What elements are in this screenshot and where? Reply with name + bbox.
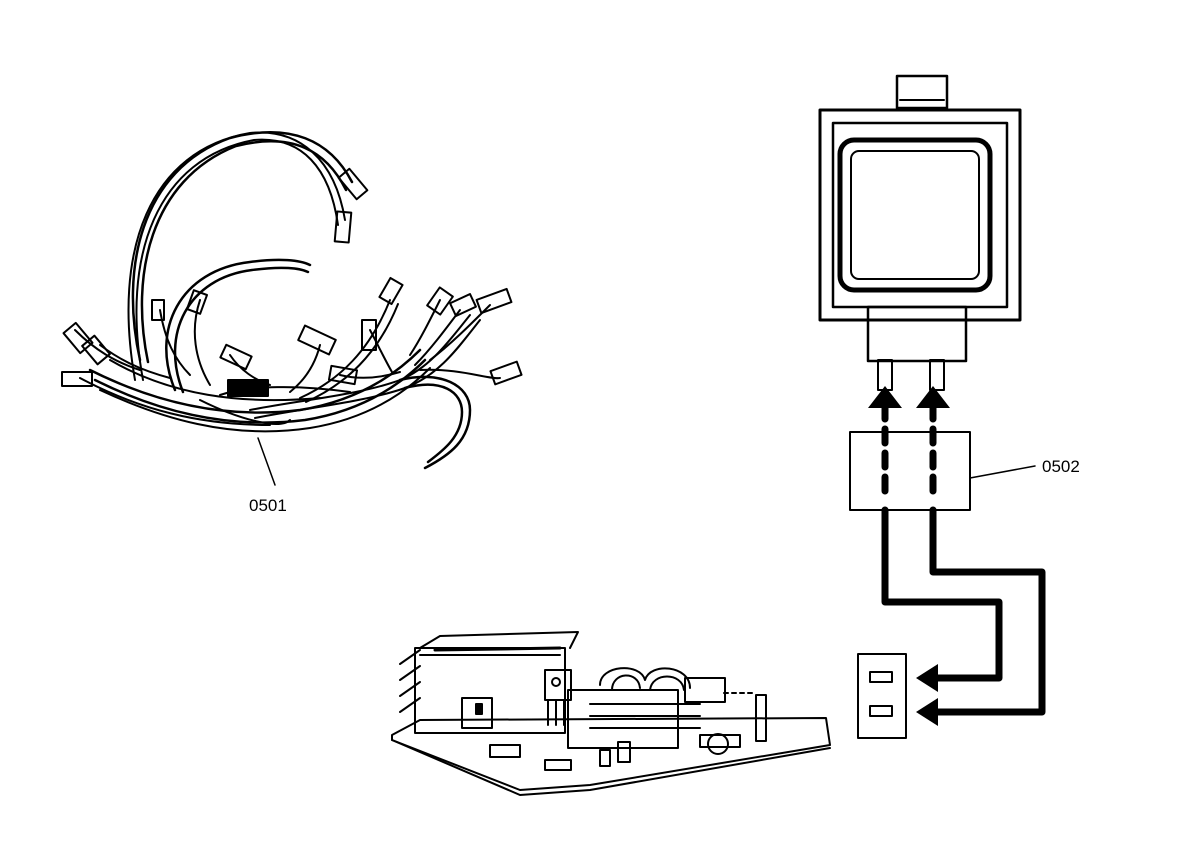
wire-harness (61, 130, 523, 486)
reference-label-0501: 0501 (249, 496, 287, 515)
arrow-heads (868, 386, 950, 726)
converter-box (849, 431, 1036, 511)
circuit-board (391, 631, 831, 796)
power-flow-arrows (881, 401, 1046, 716)
power-outlet (857, 653, 907, 739)
magnetron (818, 74, 1022, 391)
reference-label-0502: 0502 (1042, 457, 1080, 476)
